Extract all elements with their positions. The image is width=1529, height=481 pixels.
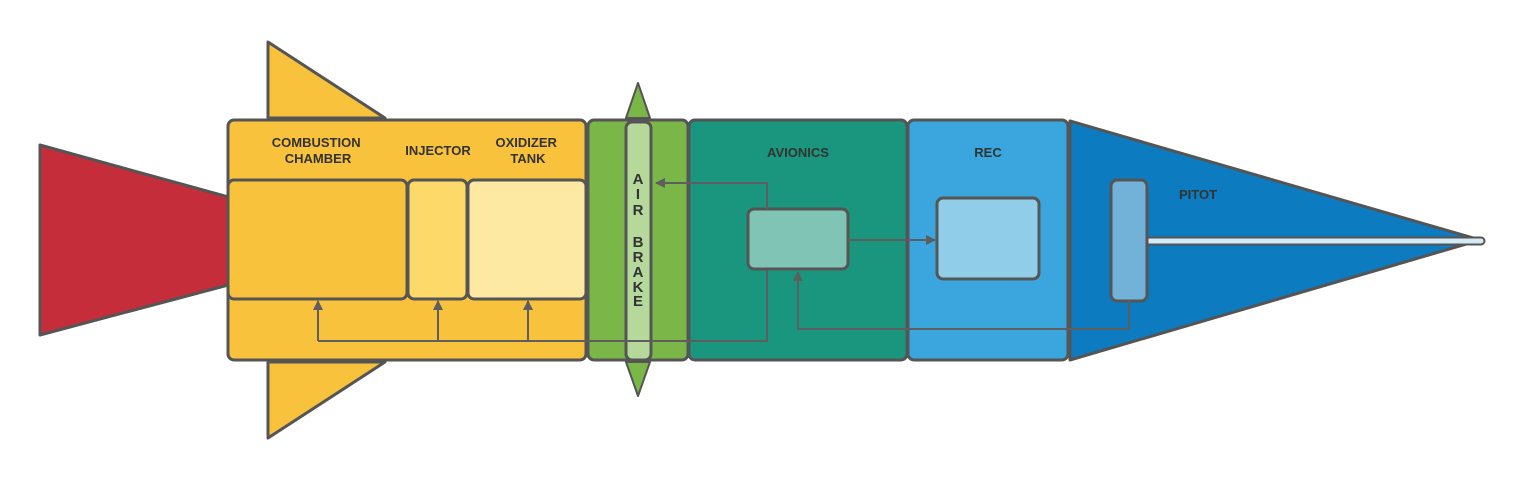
airbrake-letter: K	[633, 279, 644, 296]
combustion-chamber-box	[226, 178, 409, 301]
avionics-box	[746, 207, 850, 271]
bottom-fin	[266, 360, 387, 440]
airbrake-letter: I	[636, 186, 640, 203]
oxidizer-tank-label: OXIDIZER TANK	[495, 135, 560, 166]
avionics-control-bus	[318, 270, 768, 342]
avionics-to-airbrake-connector	[655, 178, 768, 209]
injector-box	[406, 178, 469, 301]
airbrake-letter: A	[633, 171, 644, 188]
avionics-label: AVIONICS	[767, 145, 829, 160]
rec-box	[935, 196, 1041, 281]
airbrake-letter: B	[633, 234, 644, 251]
oxidizer-tank-box	[466, 178, 588, 301]
injector-label: INJECTOR	[405, 143, 471, 158]
airbrake-letter: R	[633, 202, 644, 219]
airbrake-label: A I R B R A K E	[633, 171, 644, 310]
airbrake-blade	[624, 120, 653, 362]
combustion-chamber-label: COMBUSTION CHAMBER	[272, 135, 364, 166]
pitot-label: PITOT	[1179, 187, 1217, 202]
nozzle	[38, 143, 234, 337]
rec-label: REC	[974, 145, 1002, 160]
airbrake-letter: E	[633, 293, 643, 310]
top-fin	[266, 40, 387, 120]
airbrake-letter: R	[633, 249, 644, 266]
airbrake-top-tip	[625, 82, 651, 119]
pitot-box	[1109, 178, 1149, 303]
pitot-to-avionics-connector	[793, 271, 1130, 330]
airbrake-bottom-tip	[625, 361, 651, 397]
airbrake-letter: A	[633, 264, 644, 281]
